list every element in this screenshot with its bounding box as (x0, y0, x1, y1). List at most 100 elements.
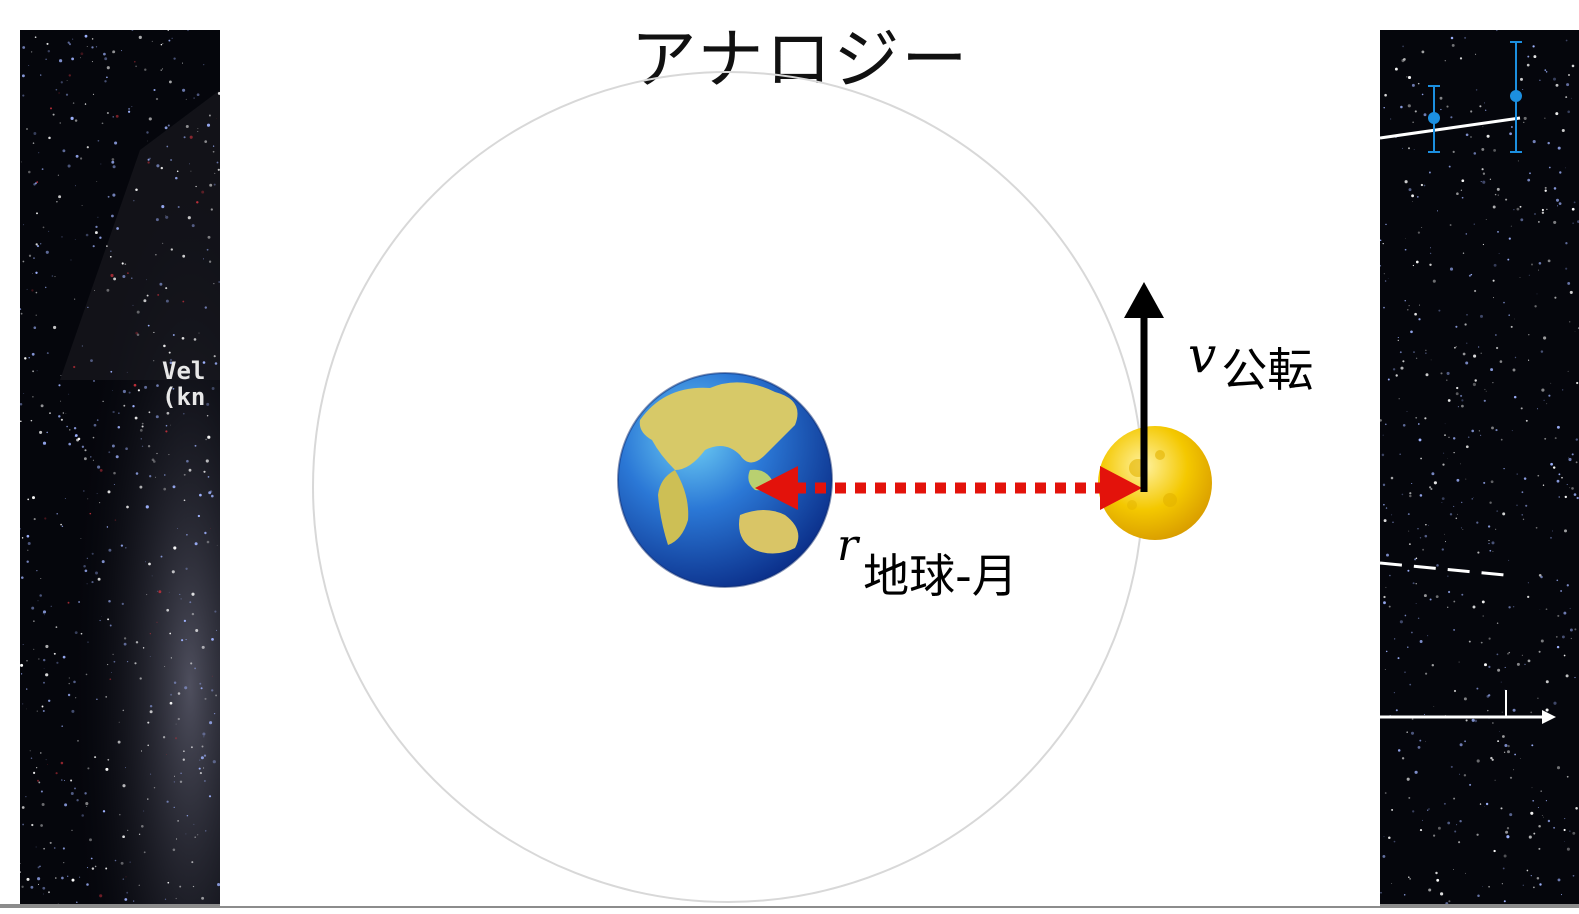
star (138, 884, 140, 886)
star (123, 637, 127, 640)
star (1513, 209, 1515, 211)
star (149, 157, 151, 160)
star (210, 208, 213, 211)
star (113, 471, 116, 475)
star (1575, 438, 1578, 441)
star (1436, 878, 1440, 882)
star (37, 883, 40, 885)
star (146, 279, 147, 281)
star (1571, 453, 1574, 456)
star (1569, 830, 1571, 832)
star (21, 673, 23, 675)
star (1541, 814, 1543, 816)
star (46, 431, 48, 434)
star (1455, 346, 1457, 348)
star (74, 239, 76, 240)
star (1483, 102, 1485, 104)
star (1550, 536, 1552, 539)
star (76, 799, 79, 802)
star (1497, 668, 1501, 672)
star (1450, 765, 1453, 768)
star (1558, 202, 1562, 205)
star (107, 758, 110, 761)
star (1545, 680, 1549, 684)
star (1411, 83, 1415, 87)
star (33, 648, 35, 651)
star (1564, 840, 1565, 842)
star (1393, 840, 1396, 843)
cropped-curve-line (1380, 116, 1521, 140)
star (45, 250, 49, 254)
star (1453, 452, 1455, 454)
star (185, 833, 187, 835)
star (1409, 494, 1412, 498)
star (210, 528, 212, 529)
star (71, 57, 75, 61)
star (1425, 349, 1427, 351)
star (171, 37, 173, 39)
star (135, 641, 139, 644)
star (1444, 423, 1446, 425)
star (1508, 237, 1511, 240)
star (1475, 53, 1477, 55)
star (1543, 816, 1544, 818)
star (86, 45, 88, 47)
star (126, 371, 128, 373)
star (1456, 386, 1459, 390)
star (1527, 659, 1531, 663)
star (1480, 314, 1483, 318)
star (1491, 758, 1494, 761)
star (151, 458, 155, 462)
star (1539, 608, 1541, 610)
star (1547, 819, 1551, 823)
star (168, 351, 171, 354)
star (106, 288, 110, 292)
star (145, 561, 147, 563)
star (1485, 219, 1487, 220)
star (148, 117, 152, 121)
star (127, 110, 131, 113)
star (1423, 184, 1426, 187)
star (1441, 548, 1444, 551)
star (1566, 584, 1569, 587)
star (39, 594, 42, 597)
star (1571, 97, 1572, 99)
star (1521, 654, 1523, 656)
star (191, 861, 194, 864)
star (53, 325, 57, 330)
star (1480, 181, 1482, 183)
star (1438, 309, 1441, 312)
star (1538, 221, 1540, 223)
star (1383, 519, 1387, 523)
star (162, 736, 166, 739)
star (1428, 524, 1429, 526)
star (1446, 379, 1448, 381)
star (1460, 463, 1461, 465)
star (1380, 265, 1382, 267)
star (40, 790, 43, 793)
star (156, 621, 158, 623)
star (1443, 452, 1445, 454)
star (1526, 63, 1530, 67)
star (1407, 513, 1410, 516)
star (1496, 187, 1500, 191)
star (211, 675, 213, 677)
star (1419, 537, 1422, 539)
star (167, 30, 169, 32)
star (92, 459, 94, 461)
star (1505, 198, 1508, 201)
star (1530, 811, 1534, 815)
star (1431, 664, 1434, 667)
star (1532, 140, 1536, 144)
star (187, 216, 191, 220)
star (108, 548, 112, 552)
star (1571, 207, 1575, 211)
star (41, 803, 45, 806)
star (1556, 645, 1560, 649)
star (1447, 457, 1448, 459)
star (55, 772, 58, 775)
star (23, 393, 25, 394)
star (1532, 799, 1535, 802)
star (1471, 429, 1475, 433)
star (1565, 167, 1566, 169)
